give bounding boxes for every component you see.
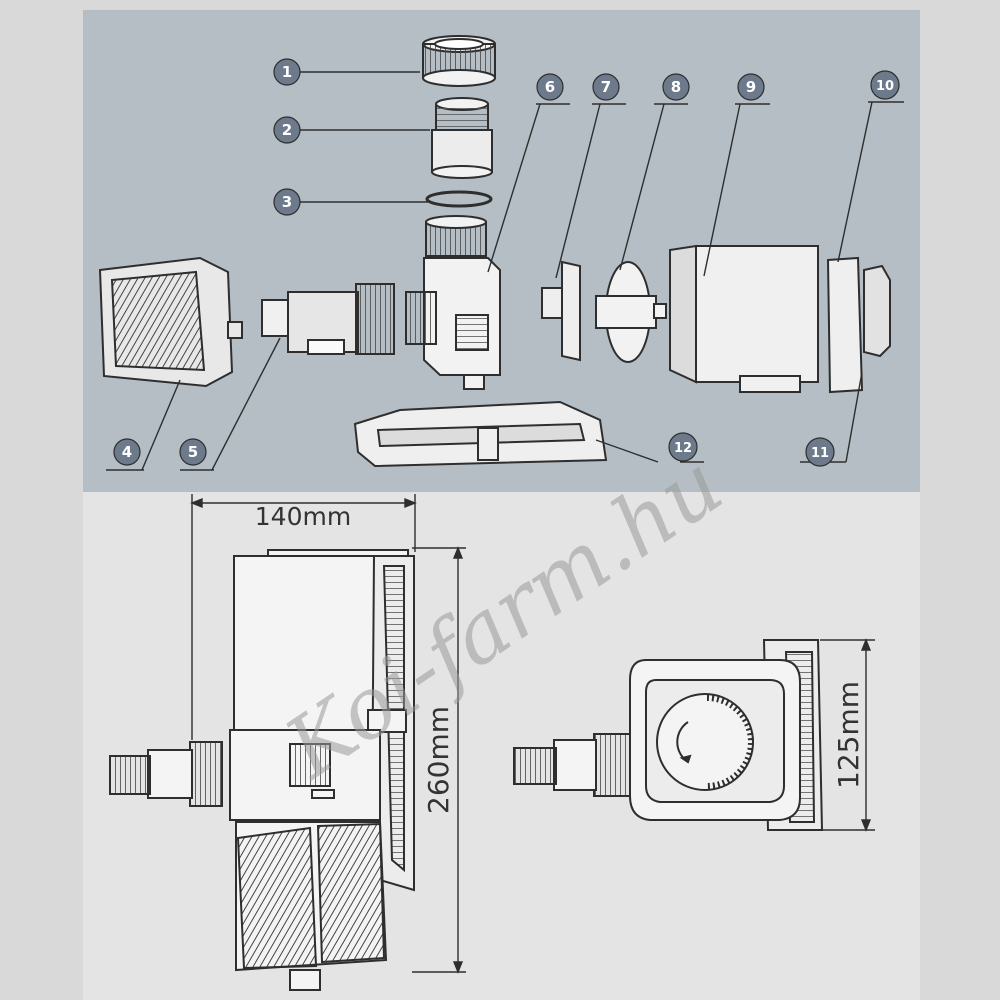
svg-text:7: 7 [601, 78, 611, 96]
callout-12: 12 [668, 432, 698, 462]
callout-3: 3 [273, 188, 301, 216]
part-10-end-cap [826, 256, 891, 394]
callout-5: 5 [179, 438, 207, 466]
callout-6: 6 [536, 73, 564, 101]
dimension-views-panel: 140mm 260mm 125mm [83, 492, 920, 1000]
svg-text:3: 3 [282, 193, 292, 211]
part-2-adapter [431, 97, 493, 179]
front-view [513, 639, 824, 831]
part-7-impeller [541, 260, 581, 362]
callout-4: 4 [113, 438, 141, 466]
svg-text:10: 10 [876, 79, 894, 94]
svg-text:12: 12 [674, 441, 692, 456]
width-label: 140mm [255, 502, 351, 531]
exploded-view-panel: 1 2 3 4 5 6 7 8 [83, 10, 920, 492]
part-3-o-ring [425, 190, 493, 208]
callout-7: 7 [592, 73, 620, 101]
svg-text:6: 6 [545, 78, 555, 96]
leader-lines [106, 71, 904, 471]
callout-1: 1 [273, 58, 301, 86]
svg-text:4: 4 [122, 443, 132, 461]
part-5-shaft [261, 283, 395, 355]
svg-text:5: 5 [188, 443, 198, 461]
svg-text:8: 8 [671, 78, 681, 96]
svg-text:2: 2 [282, 121, 292, 139]
part-1-nut [422, 35, 496, 87]
part-6-pump-housing [405, 215, 501, 390]
svg-text:1: 1 [282, 63, 292, 81]
height-label: 260mm [422, 706, 455, 814]
side-view-dimensions [190, 494, 466, 974]
callout-8: 8 [662, 73, 690, 101]
part-8-rotor [595, 261, 667, 363]
side-view [109, 549, 415, 991]
callout-11: 11 [805, 437, 835, 467]
callout-10: 10 [870, 70, 900, 100]
part-12-base [353, 400, 608, 468]
front-view-dimensions [820, 638, 875, 832]
callout-2: 2 [273, 116, 301, 144]
svg-text:11: 11 [811, 446, 829, 461]
part-9-motor-body [669, 244, 819, 393]
callout-9: 9 [737, 73, 765, 101]
svg-text:9: 9 [746, 78, 756, 96]
front-height-label: 125mm [832, 681, 865, 789]
part-4-strainer [98, 256, 243, 388]
